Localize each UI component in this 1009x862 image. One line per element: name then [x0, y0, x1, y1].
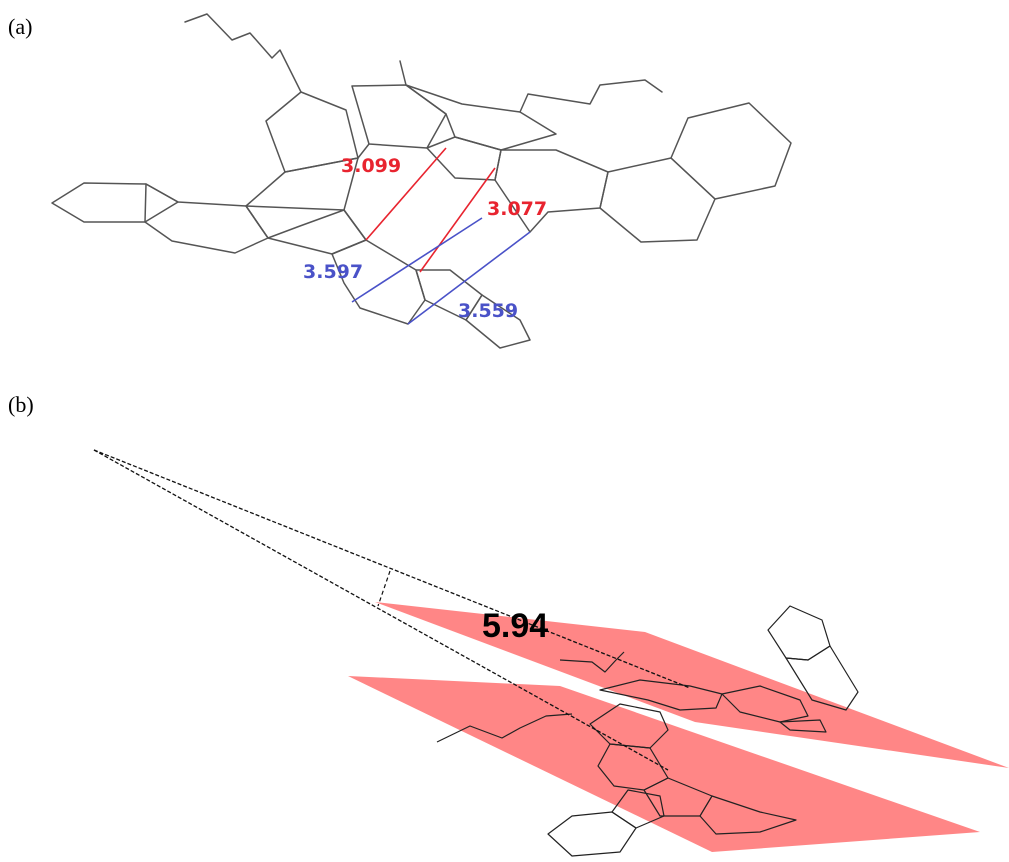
- mean-plane-lower: [348, 676, 980, 852]
- naphthalene-right-ring2: [670, 102, 792, 200]
- naphthalene-right-ring1: [599, 157, 716, 243]
- ring-center-mid: [426, 136, 502, 181]
- ring-right-fused: [494, 149, 609, 233]
- connector-bonds: [357, 143, 370, 159]
- distance-line-3077: [419, 167, 496, 273]
- plane-normal-line-upper: [93, 449, 691, 689]
- panel-a-distance-lines: [351, 147, 531, 325]
- ring-center-top: [351, 84, 447, 149]
- molecule-upper-core: [599, 679, 723, 711]
- molecule-upper-ring: [721, 685, 809, 723]
- distance-line-3099: [365, 147, 447, 241]
- panel-b-angle-lines: [93, 449, 691, 771]
- molecule-upper-tail: [779, 719, 827, 733]
- naphthalene-upper-ring2: [785, 645, 859, 711]
- panel-b-label: (b): [8, 392, 34, 417]
- molecule-upper-chain: [559, 651, 625, 673]
- distance-line-3597: [351, 217, 483, 303]
- ring-lower-left: [331, 239, 426, 325]
- distance-label-3597: 3.597: [303, 261, 363, 283]
- distance-label-3099: 3.099: [341, 155, 401, 177]
- panel-a-molecules: [51, 13, 792, 349]
- distance-line-3559: [407, 231, 531, 325]
- naphthalene-left-ring2: [144, 183, 269, 254]
- panel-b-planes: [348, 602, 1009, 852]
- angle-arc-line: [377, 570, 391, 607]
- distance-label-3077: 3.077: [487, 198, 547, 220]
- naphthalene-lower-ring2: [611, 789, 665, 829]
- plane-normal-line-lower: [93, 449, 669, 771]
- naphthalene-left-ring1: [51, 182, 179, 223]
- panel-a-distance-labels: 3.099 3.077 3.597 3.559: [303, 155, 547, 322]
- molecule-lower-chain: [436, 713, 573, 743]
- methyl-stub: [399, 60, 407, 86]
- alkyl-chain-right: [519, 79, 663, 113]
- connector-bonds-2: [343, 209, 367, 241]
- ring-center-right: [405, 84, 557, 151]
- panel-b-molecules: [436, 605, 859, 857]
- molecule-lower-ring4: [699, 795, 797, 835]
- interplanar-angle-label: 5.94: [482, 607, 548, 645]
- panel-a-label: (a): [8, 14, 33, 39]
- ring-lower-tail: [465, 294, 531, 349]
- distance-label-3559: 3.559: [458, 300, 518, 322]
- mean-plane-upper: [375, 602, 1009, 768]
- alkyl-chain-left: [184, 13, 302, 93]
